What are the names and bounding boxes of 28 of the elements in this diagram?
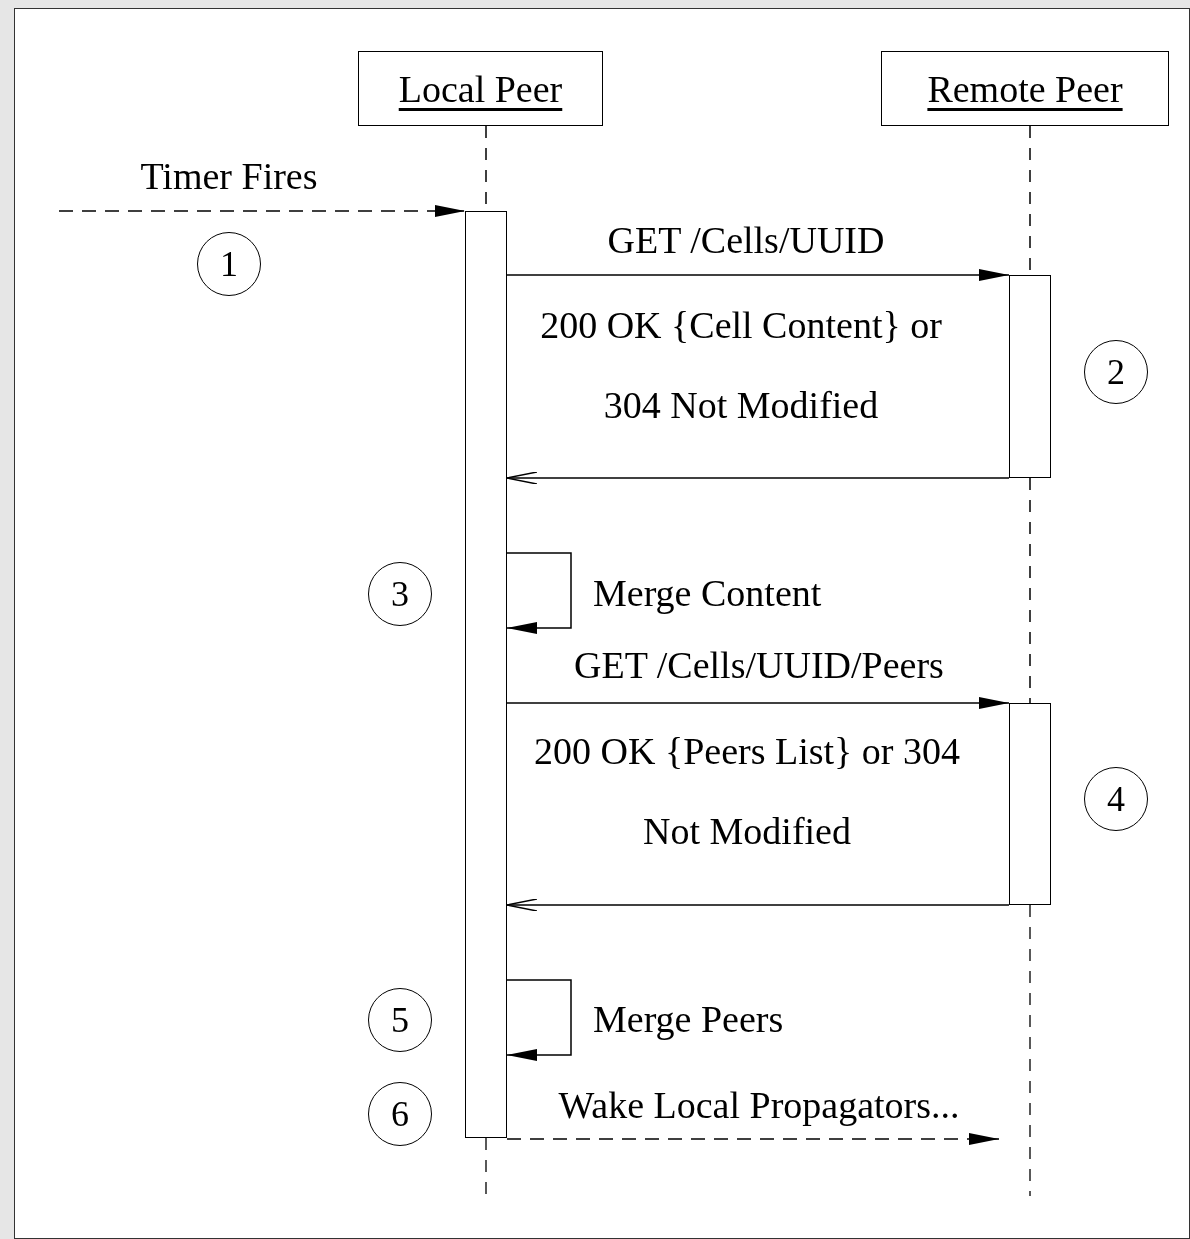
step-number: 3 <box>368 562 432 626</box>
activation-bar <box>465 211 507 1138</box>
step-number: 5 <box>368 988 432 1052</box>
activation-bar <box>1009 275 1051 478</box>
lifeline-header: Remote Peer <box>881 51 1169 126</box>
edge-label: Merge Peers <box>593 997 785 1042</box>
step-number: 4 <box>1084 767 1148 831</box>
step-number: 6 <box>368 1082 432 1146</box>
step-number: 1 <box>197 232 261 296</box>
message-arrow <box>506 269 1010 281</box>
message-arrow <box>58 205 466 217</box>
message-arrow <box>506 1133 1000 1145</box>
reply-arrow <box>506 898 1010 912</box>
activation-bar <box>1009 703 1051 905</box>
edge-label: 200 OK {Peers List} or 304 Not Modified <box>533 729 961 854</box>
edge-label: GET /Cells/UUID <box>606 218 886 263</box>
edge-label: 200 OK {Cell Content} or 304 Not Modified <box>539 303 943 428</box>
message-arrow <box>506 697 1010 709</box>
self-message-arrow <box>506 979 572 1061</box>
lifeline-header: Local Peer <box>358 51 603 126</box>
lifeline <box>1029 477 1031 704</box>
edge-label: Wake Local Propagators... <box>557 1083 961 1128</box>
edge-label: Merge Content <box>593 571 823 616</box>
edge-label: Timer Fires <box>139 154 319 199</box>
step-number: 2 <box>1084 340 1148 404</box>
self-message-arrow <box>506 552 572 634</box>
edge-label: GET /Cells/UUID/Peers <box>573 643 945 688</box>
reply-arrow <box>506 471 1010 485</box>
